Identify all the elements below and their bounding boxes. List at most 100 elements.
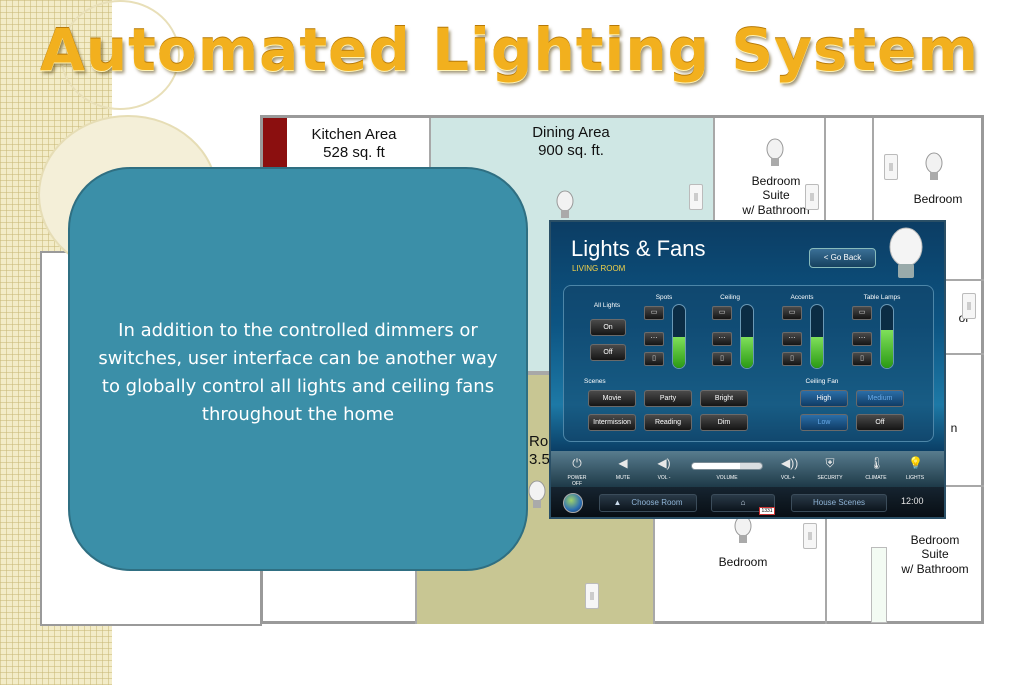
zone-toggle-button[interactable]: ⋯ (644, 332, 664, 346)
room-kitchen: Kitchen Area 528 sq. ft (263, 118, 431, 172)
scene-bright-button[interactable]: Bright (700, 390, 748, 407)
fan-high-button[interactable]: High (800, 390, 848, 407)
lightbulb-icon (766, 138, 784, 166)
all-lights-off-button[interactable]: Off (590, 344, 626, 361)
wall-switch (803, 523, 817, 549)
closet-divider (871, 547, 887, 623)
zone-raise-button[interactable]: ▭ (644, 306, 664, 320)
scene-party-button[interactable]: Party (644, 390, 692, 407)
volume-label: VOLUME (716, 475, 738, 481)
dining-name: Dining Area (532, 124, 610, 141)
zone-toggle-button[interactable]: ⋯ (712, 332, 732, 346)
bottom-nav-bar: ▲Choose Room ⌂ 1331 House Scenes 12:00 (551, 487, 944, 517)
volume-up-icon[interactable]: ◀)) (781, 456, 799, 470)
bedroom-top-right-label: Bedroom (913, 192, 963, 206)
bedroom-bottom-label: Bedroom (718, 555, 768, 569)
zone-level-bar[interactable] (880, 304, 894, 369)
dining-size: 900 sq. ft. (538, 142, 604, 159)
zone-lower-button[interactable]: ▯ (782, 352, 802, 366)
volume-slider[interactable] (691, 462, 763, 470)
zone-level-bar[interactable] (810, 304, 824, 369)
start-orb-icon[interactable] (563, 493, 583, 513)
zone-toggle-button[interactable]: ⋯ (852, 332, 872, 346)
fan-medium-button[interactable]: Medium (856, 390, 904, 407)
climate-label: CLIMATE (865, 475, 887, 481)
lightbulb-icon (556, 190, 574, 218)
lightbulb-icon (734, 515, 752, 543)
shield-icon[interactable]: ⛨ (825, 456, 835, 470)
zone-label-table-lamps: Table Lamps (863, 294, 901, 301)
zone-lower-button[interactable]: ▯ (852, 352, 872, 366)
living-label-line1: Ro (529, 433, 549, 450)
living-label-line2: 3.5 (529, 451, 550, 468)
bedroom-suite-bottom-label: Bedroom Suite w/ Bathroom (897, 533, 973, 576)
clock: 12:00 (901, 496, 924, 506)
zone-label-ceiling: Ceiling (720, 294, 740, 301)
zone-level-fill (811, 336, 823, 368)
all-lights-label: All Lights (593, 302, 621, 309)
bedroom-suite-top-line1: Bedroom (751, 174, 801, 188)
living-label-partial: Ro 3.5 (529, 433, 559, 469)
house-scenes-button[interactable]: House Scenes (791, 494, 887, 512)
slide-title: Automated Lighting System (40, 16, 979, 84)
zone-level-fill (881, 330, 893, 368)
room-closet-top (824, 118, 874, 223)
zone-level-bar[interactable] (672, 304, 686, 369)
choose-room-button[interactable]: ▲Choose Room (599, 494, 697, 512)
go-back-button[interactable]: < Go Back (809, 248, 876, 268)
scene-intermission-button[interactable]: Intermission (588, 414, 636, 431)
room-bedroom-suite-top: Bedroom Suite w/ Bathroom (713, 118, 826, 223)
wall-switch (689, 184, 703, 210)
zone-raise-button[interactable]: ▭ (852, 306, 872, 320)
zone-toggle-button[interactable]: ⋯ (782, 332, 802, 346)
ceiling-fan-label: Ceiling Fan (805, 378, 839, 385)
kitchen-size: 528 sq. ft (323, 144, 385, 161)
zone-label-spots: Spots (655, 294, 673, 301)
power-icon[interactable]: ⏻ (572, 456, 582, 470)
wall-switch (585, 583, 599, 609)
decorative-circle-top (60, 0, 180, 110)
zone-lower-button[interactable]: ▯ (644, 352, 664, 366)
lightbulb-icon (528, 480, 546, 508)
bedroom-suite-bottom-line2: Suite (921, 547, 949, 562)
wall-switch (962, 293, 976, 319)
volume-down-label: VOL - (657, 475, 671, 481)
tag-number: 1331 (759, 507, 775, 515)
zone-label-accents: Accents (790, 294, 814, 301)
scene-movie-button[interactable]: Movie (588, 390, 636, 407)
dining-label: Dining Area 900 sq. ft. (511, 124, 631, 160)
kitchen-name: Kitchen Area (311, 126, 397, 143)
panel-subtitle: LIVING ROOM (572, 264, 626, 273)
volume-up-label: VOL + (780, 475, 796, 481)
zone-level-fill (741, 336, 753, 368)
right-lower-partial-label: n (950, 421, 958, 435)
lightbulb-icon[interactable]: 💡 (908, 456, 923, 470)
wall-switch (805, 184, 819, 210)
all-lights-on-button[interactable]: On (590, 319, 626, 336)
zone-raise-button[interactable]: ▭ (782, 306, 802, 320)
fan-off-button[interactable]: Off (856, 414, 904, 431)
bedroom-suite-bottom-line1: Bedroom (910, 533, 960, 547)
info-bubble-text: In addition to the controlled dimmers or… (98, 320, 498, 425)
lights-label: LIGHTS (905, 475, 925, 481)
mute-icon[interactable]: ◀ (618, 456, 628, 470)
media-toolbar: ⏻ POWER OFF ◀ MUTE ◀) VOL - VOLUME ◀)) V… (551, 451, 944, 487)
zone-level-bar[interactable] (740, 304, 754, 369)
fan-low-button[interactable]: Low (800, 414, 848, 431)
bedroom-suite-bottom-line3: w/ Bathroom (901, 561, 969, 576)
kitchen-accent-wall (263, 118, 287, 170)
power-label: POWER OFF (567, 475, 587, 487)
bedroom-suite-top-line3: w/ Bathroom (742, 202, 810, 217)
thermometer-icon[interactable]: 🌡 (869, 456, 885, 470)
scene-reading-button[interactable]: Reading (644, 414, 692, 431)
lightbulb-icon (925, 152, 943, 180)
scene-dim-button[interactable]: Dim (700, 414, 748, 431)
zone-lower-button[interactable]: ▯ (712, 352, 732, 366)
info-bubble: In addition to the controlled dimmers or… (68, 167, 528, 571)
zone-raise-button[interactable]: ▭ (712, 306, 732, 320)
room-bedroom-suite-bottom: Bedroom Suite w/ Bathroom (825, 485, 984, 624)
volume-down-icon[interactable]: ◀) (657, 456, 671, 470)
scenes-label: Scenes (584, 378, 606, 385)
choose-room-label: Choose Room (631, 498, 683, 507)
panel-title: Lights & Fans (571, 236, 706, 261)
